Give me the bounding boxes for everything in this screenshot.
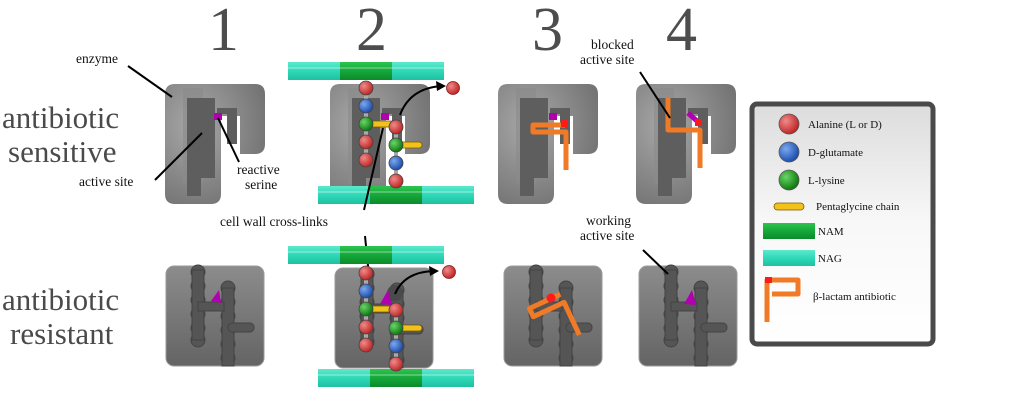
alanine-residue [388,302,404,318]
reactive-serine-marker [381,113,389,120]
label-reactive-serine-1: reactive [237,162,280,177]
enzyme-resistant-4 [638,264,738,367]
legend-item--lactam-antibiotic: β-lactam antibiotic [764,277,896,322]
alanine-residue [358,80,374,96]
pentaglycine-icon [773,202,805,211]
nam-icon [763,223,815,239]
enzyme-resistant-3 [503,264,603,367]
label-enzyme: enzyme [76,51,118,66]
row-label-resistant-line2: resistant [10,316,114,351]
legend-item-pentaglycine-chain: Pentaglycine chain [773,201,900,213]
label-blocked-2: active site [580,52,634,67]
legend-item-d-glutamate: D-glutamate [778,141,863,163]
step-number-3: 3 [532,0,563,64]
step-number-2: 2 [356,0,387,64]
lysine-residue [388,137,404,153]
nag-icon [763,250,815,266]
legend-label: NAG [818,253,842,265]
alanine-residue [388,173,404,189]
glutamate-icon [778,141,800,163]
legend-label: D-glutamate [808,147,863,159]
cell-wall-strip-top [288,62,444,80]
legend: Alanine (L or D) D-glutamateL-lysinePenta… [749,101,936,347]
alanine-residue [358,134,374,150]
row-label-resistant-line1: antibiotic [2,282,119,317]
alanine-residue [358,152,374,168]
legend-item-nag: NAG [763,250,842,266]
row-label-sensitive-line1: antibiotic [2,100,119,135]
lysine-residue [358,301,374,317]
step-number-1: 1 [208,0,239,64]
legend-item-nam: NAM [763,223,844,239]
enzyme-sensitive-1 [165,84,265,204]
reactive-serine-marker [549,113,557,120]
released-alanine [446,81,460,95]
glutamate-residue [358,283,374,299]
glutamate-residue [358,98,374,114]
legend-label: Alanine (L or D) [808,119,882,131]
label-blocked-1: blocked [591,37,634,52]
row-label-sensitive-line2: sensitive [8,134,117,169]
label-working-2: active site [580,228,634,243]
alanine-icon [778,113,800,135]
enzyme-sensitive-3 [498,84,598,204]
cell-wall-strip-bottom-r [318,369,474,387]
reactive-serine-marker [214,113,222,120]
lysine-residue [358,116,374,132]
released-alanine-r [442,265,456,279]
legend-item-alanine-l-or-d-: Alanine (L or D) [778,113,882,135]
alanine-residue [358,319,374,335]
glutamate-residue [388,338,404,354]
alanine-residue [388,356,404,372]
label-reactive-serine-2: serine [245,177,277,192]
peptide-chains-2 [358,80,423,189]
cell-wall-strip-top-r [288,246,444,264]
peptide-chains-2r [358,265,423,372]
lysine-residue [388,320,404,336]
alanine-residue [388,119,404,135]
legend-label: Pentaglycine chain [816,201,900,213]
legend-label: β-lactam antibiotic [813,291,896,303]
step-number-4: 4 [666,0,697,64]
beta-lactam-icon [764,277,801,322]
enzyme-sensitive-4 [636,84,736,204]
label-working-1: working [586,213,631,228]
label-cross-links: cell wall cross-links [220,214,328,229]
legend-label: NAM [818,226,844,238]
alanine-residue [358,337,374,353]
lysine-icon [778,169,800,191]
beta-lactam-bound-3 [530,120,569,170]
legend-label: L-lysine [808,175,845,187]
legend-item-l-lysine: L-lysine [778,169,845,191]
alanine-residue [358,265,374,281]
enzyme-resistant-2 [334,266,434,369]
enzyme-resistant-1 [165,264,265,367]
label-active-site: active site [79,174,133,189]
cell-wall-strip-bottom [318,186,474,204]
glutamate-residue [388,155,404,171]
